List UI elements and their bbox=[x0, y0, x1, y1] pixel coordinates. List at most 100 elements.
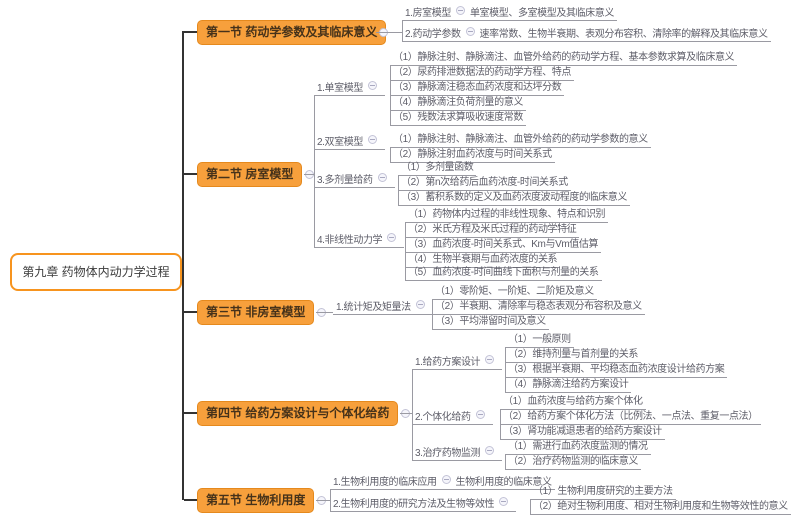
leaf-row[interactable]: （4）静脉滴注给药方案设计 bbox=[505, 378, 632, 393]
leaf-row[interactable]: （2）维持剂量与首剂量的关系 bbox=[505, 348, 641, 363]
section-node-1[interactable]: 第一节 药动学参数及其临床意义 bbox=[197, 20, 387, 45]
leaf-label[interactable]: （4）静脉滴注负荷剂量的意义 bbox=[393, 97, 523, 108]
leaf-row[interactable]: （1）零阶矩、一阶矩、二阶矩及意义 bbox=[432, 285, 597, 300]
subtopic-label[interactable]: 2.生物利用度的研究方法及生物等效性 bbox=[333, 499, 495, 510]
leaf-row[interactable]: （2）米氏方程及米氏过程的药动学特征 bbox=[405, 223, 580, 238]
leaf-row[interactable]: （3）根据半衰期、平均稳态血药浓度设计给药方案 bbox=[505, 363, 728, 378]
leaf-label[interactable]: （1）多剂量函数 bbox=[401, 162, 474, 173]
leaf-label[interactable]: （3）血药浓度-时间关系式、Km与Vm值估算 bbox=[408, 239, 599, 250]
leaf-row[interactable]: （1）一般原则 bbox=[505, 333, 574, 348]
subtopic-label[interactable]: 3.治疗药物监测 bbox=[415, 448, 481, 459]
leaf-row[interactable]: （1）药物体内过程的非线性现象、特点和识别 bbox=[405, 208, 609, 223]
subtopic-label[interactable]: 1.给药方案设计 bbox=[415, 357, 481, 368]
node-row[interactable]: 1.生物利用度的临床应用 生物利用度的临床意义 bbox=[330, 475, 555, 490]
leaf-label[interactable]: （1）药物体内过程的非线性现象、特点和识别 bbox=[408, 209, 606, 220]
leaf-row[interactable]: （2）静脉注射血药浓度与时间关系式 bbox=[390, 148, 555, 163]
collapse-icon[interactable] bbox=[475, 410, 485, 419]
collapse-icon[interactable] bbox=[485, 446, 495, 455]
leaf-row[interactable]: （3）平均滞留时间及意义 bbox=[432, 315, 549, 330]
leaf-row[interactable]: （2）绝对生物利用度、相对生物利用度和生物等效性的意义 bbox=[530, 500, 791, 515]
node-row[interactable]: 3.多剂量给药 bbox=[314, 173, 395, 188]
node-row[interactable]: 2.药动学参数 速率常数、生物半衰期、表观分布容积、清除率的解释及其临床意义 bbox=[402, 27, 771, 42]
leaf-label[interactable]: 速率常数、生物半衰期、表观分布容积、清除率的解释及其临床意义 bbox=[479, 29, 768, 40]
leaf-row[interactable]: （3）蓄积系数的定义及血药浓度波动程度的临床意义 bbox=[398, 191, 630, 206]
leaf-label[interactable]: （2）尿药排泄数据法的药动学方程、特点 bbox=[393, 67, 571, 78]
leaf-row[interactable]: （1）生物利用度研究的主要方法 bbox=[530, 485, 676, 500]
subtopic-label[interactable]: 1.房室模型 bbox=[405, 8, 451, 19]
node-row[interactable]: 3.治疗药物监测 bbox=[412, 446, 503, 461]
node-row[interactable]: 2.个体化给药 bbox=[412, 410, 493, 425]
leaf-row[interactable]: （1）静脉注射、静脉滴注、血管外给药的药动学参数的意义 bbox=[390, 133, 651, 148]
collapse-icon[interactable] bbox=[367, 81, 377, 90]
leaf-label[interactable]: （2）绝对生物利用度、相对生物利用度和生物等效性的意义 bbox=[533, 501, 788, 512]
leaf-row[interactable]: （1）血药浓度与给药方案个体化 bbox=[500, 395, 646, 410]
subtopic-label[interactable]: 3.多剂量给药 bbox=[317, 175, 373, 186]
node-row[interactable]: 1.单室模型 bbox=[314, 81, 385, 96]
section-node-3[interactable]: 第三节 非房室模型 bbox=[197, 300, 315, 325]
collapse-icon[interactable] bbox=[499, 497, 509, 506]
collapse-icon[interactable] bbox=[367, 135, 377, 144]
leaf-label[interactable]: （4）静脉滴注给药方案设计 bbox=[508, 379, 629, 390]
leaf-label[interactable]: （1）静脉注射、静脉滴注、血管外给药的药动学方程、基本参数求算及临床意义 bbox=[393, 52, 735, 63]
leaf-row[interactable]: （3）血药浓度-时间关系式、Km与Vm值估算 bbox=[405, 238, 602, 253]
leaf-row[interactable]: （1）需进行血药浓度监测的情况 bbox=[505, 440, 651, 455]
leaf-label[interactable]: （3）静脉滴注稳态血药浓度和达坪分数 bbox=[393, 82, 562, 93]
leaf-row[interactable]: （1）多剂量函数 bbox=[398, 161, 477, 176]
node-row[interactable]: 1.给药方案设计 bbox=[412, 355, 503, 370]
leaf-label[interactable]: （1）静脉注射、静脉滴注、血管外给药的药动学参数的意义 bbox=[393, 134, 648, 145]
root-topic[interactable]: 第九章 药物体内动力学过程 bbox=[10, 253, 182, 291]
leaf-row[interactable]: （1）静脉注射、静脉滴注、血管外给药的药动学方程、基本参数求算及临床意义 bbox=[390, 51, 738, 66]
collapse-icon[interactable] bbox=[485, 355, 495, 364]
section-node-4[interactable]: 第四节 给药方案设计与个体化给药 bbox=[197, 401, 399, 426]
leaf-label[interactable]: （3）肾功能减退患者的给药方案设计 bbox=[503, 426, 662, 437]
leaf-label[interactable]: （1）需进行血药浓度监测的情况 bbox=[508, 441, 648, 452]
leaf-row[interactable]: （2）治疗药物监测的临床意义 bbox=[505, 455, 641, 470]
leaf-label[interactable]: （1）一般原则 bbox=[508, 334, 571, 345]
leaf-label[interactable]: （5）血药浓度-时间曲线下面积与剂量的关系 bbox=[408, 267, 599, 278]
subtopic-label[interactable]: 2.药动学参数 bbox=[405, 29, 461, 40]
leaf-label[interactable]: （2）维持剂量与首剂量的关系 bbox=[508, 349, 638, 360]
leaf-label[interactable]: （5）残数法求算吸收速度常数 bbox=[393, 112, 523, 123]
leaf-row[interactable]: （2）第n次给药后血药浓度-时间关系式 bbox=[398, 176, 571, 191]
leaf-row[interactable]: （3）静脉滴注稳态血药浓度和达坪分数 bbox=[390, 81, 565, 96]
leaf-row[interactable]: （4）静脉滴注负荷剂量的意义 bbox=[390, 96, 526, 111]
leaf-label[interactable]: （2）给药方案个体化方法（比例法、一点法、重复一点法） bbox=[503, 411, 758, 422]
leaf-label[interactable]: （2）半衰期、清除率与稳态表观分布容积及意义 bbox=[435, 301, 642, 312]
collapse-icon[interactable] bbox=[465, 27, 475, 36]
leaf-row[interactable]: （2）给药方案个体化方法（比例法、一点法、重复一点法） bbox=[500, 410, 761, 425]
subtopic-label[interactable]: 1.统计矩及矩量法 bbox=[336, 302, 411, 313]
leaf-row[interactable]: （2）尿药排泄数据法的药动学方程、特点 bbox=[390, 66, 574, 81]
leaf-label[interactable]: （3）平均滞留时间及意义 bbox=[435, 316, 546, 327]
node-row[interactable]: 1.统计矩及矩量法 bbox=[333, 300, 433, 315]
leaf-row[interactable]: （5）残数法求算吸收速度常数 bbox=[390, 111, 526, 126]
leaf-label[interactable]: （2）米氏方程及米氏过程的药动学特征 bbox=[408, 224, 577, 235]
collapse-icon[interactable] bbox=[415, 300, 425, 309]
node-row[interactable]: 2.生物利用度的研究方法及生物等效性 bbox=[330, 497, 517, 512]
leaf-label[interactable]: （2）治疗药物监测的临床意义 bbox=[508, 456, 638, 467]
leaf-label[interactable]: （4）生物半衰期与血药浓度的关系 bbox=[408, 254, 558, 265]
node-row[interactable]: 2.双室模型 bbox=[314, 135, 385, 150]
leaf-label[interactable]: 单室模型、多室模型及其临床意义 bbox=[469, 8, 614, 19]
leaf-label[interactable]: （3）蓄积系数的定义及血药浓度波动程度的临床意义 bbox=[401, 192, 627, 203]
leaf-label[interactable]: （3）根据半衰期、平均稳态血药浓度设计给药方案 bbox=[508, 364, 725, 375]
subtopic-label[interactable]: 2.个体化给药 bbox=[415, 412, 471, 423]
leaf-label[interactable]: （1）零阶矩、一阶矩、二阶矩及意义 bbox=[435, 286, 594, 297]
subtopic-label[interactable]: 4.非线性动力学 bbox=[317, 235, 383, 246]
leaf-label[interactable]: （1）血药浓度与给药方案个体化 bbox=[503, 396, 643, 407]
subtopic-label[interactable]: 2.双室模型 bbox=[317, 137, 363, 148]
leaf-row[interactable]: （5）血药浓度-时间曲线下面积与剂量的关系 bbox=[405, 266, 602, 281]
node-row[interactable]: 4.非线性动力学 bbox=[314, 233, 405, 248]
node-row[interactable]: 1.房室模型 单室模型、多室模型及其临床意义 bbox=[402, 6, 617, 21]
collapse-icon[interactable] bbox=[441, 475, 451, 484]
section-node-5[interactable]: 第五节 生物利用度 bbox=[197, 488, 315, 513]
leaf-label[interactable]: （1）生物利用度研究的主要方法 bbox=[533, 486, 673, 497]
leaf-row[interactable]: （2）半衰期、清除率与稳态表观分布容积及意义 bbox=[432, 300, 645, 315]
leaf-label[interactable]: （2）第n次给药后血药浓度-时间关系式 bbox=[401, 177, 568, 188]
collapse-icon[interactable] bbox=[387, 233, 397, 242]
collapse-icon[interactable] bbox=[377, 173, 387, 182]
subtopic-label[interactable]: 1.单室模型 bbox=[317, 83, 363, 94]
section-node-2[interactable]: 第二节 房室模型 bbox=[197, 162, 303, 187]
leaf-label[interactable]: 生物利用度的临床意义 bbox=[455, 477, 552, 488]
subtopic-label[interactable]: 1.生物利用度的临床应用 bbox=[333, 477, 437, 488]
leaf-row[interactable]: （3）肾功能减退患者的给药方案设计 bbox=[500, 425, 665, 440]
